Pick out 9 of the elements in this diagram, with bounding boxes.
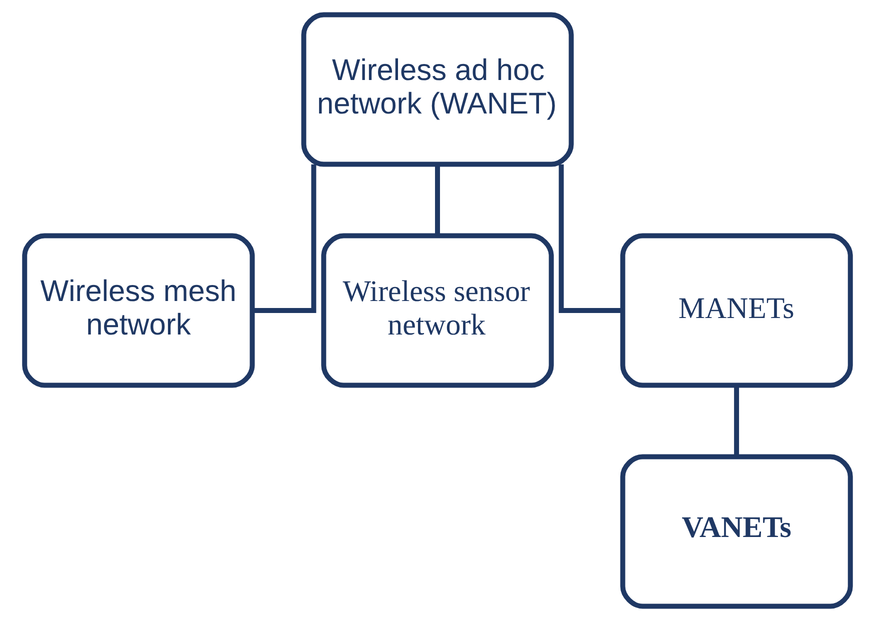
node-box: Wireless sensor network xyxy=(321,233,554,388)
connector xyxy=(558,164,623,313)
connector xyxy=(435,164,440,236)
node-box: VANETs xyxy=(620,454,853,609)
connector xyxy=(734,385,740,456)
node-box: Wireless ad hoc network (WANET) xyxy=(301,12,574,167)
node-box: Wireless mesh network xyxy=(22,233,255,388)
connector xyxy=(252,164,316,313)
node-box: MANETs xyxy=(620,233,853,388)
